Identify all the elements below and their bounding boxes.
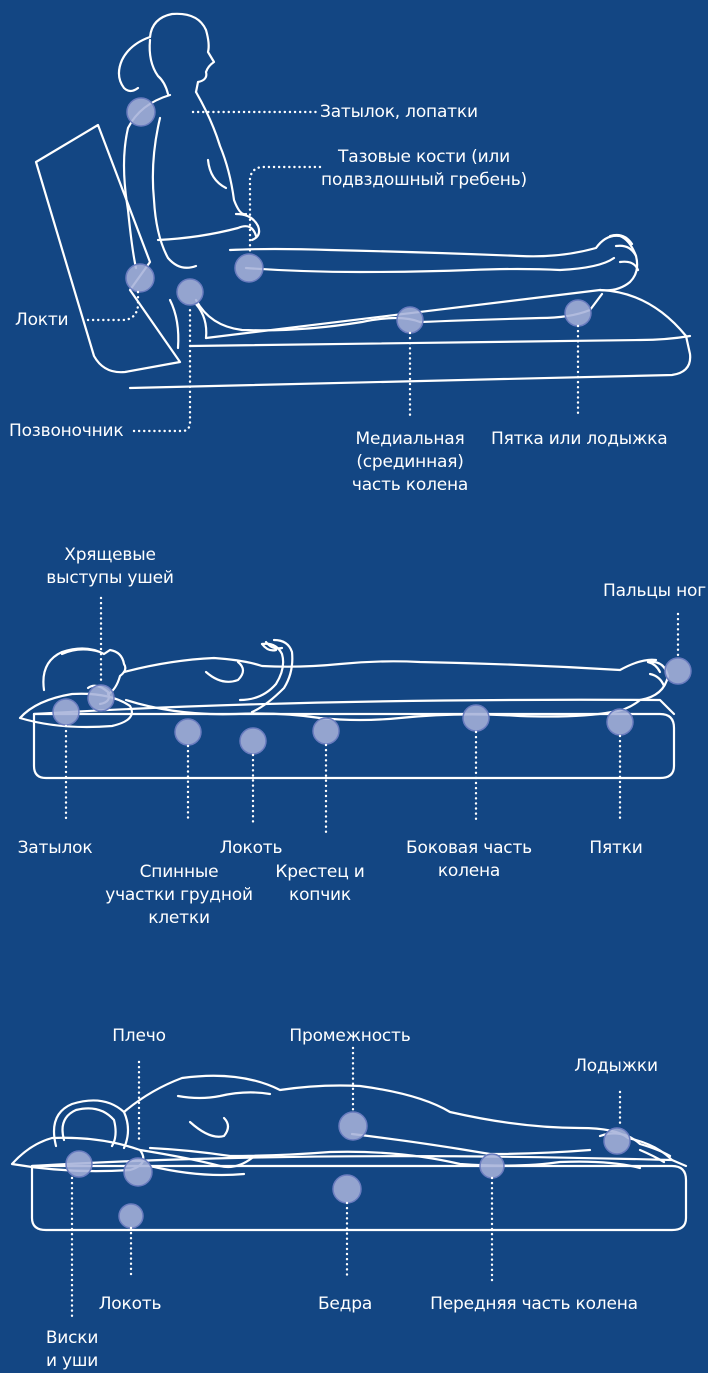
sitting-head — [150, 14, 214, 92]
label-medial-knee: Медиальная (срединная) часть колена — [352, 428, 468, 497]
supine-torso — [124, 658, 656, 672]
marker-knee — [480, 1154, 504, 1178]
marker-lateral-knee — [463, 705, 489, 731]
label-toes: Пальцы ног — [603, 580, 706, 603]
label-occiput: Затылок — [18, 837, 93, 860]
label-elbow-side: Локоть — [99, 1293, 162, 1316]
label-front-knee: Передняя часть колена — [430, 1293, 638, 1316]
marker-pelvis — [235, 254, 263, 282]
label-occiput-scapulae: Затылок, лопатки — [320, 101, 478, 124]
marker-heel — [565, 300, 591, 326]
marker-ear — [88, 685, 114, 711]
label-ear-cartilage: Хрящевые выступы ушей — [46, 544, 173, 590]
label-shoulder: Плечо — [112, 1025, 166, 1048]
marker-occiput — [127, 98, 155, 126]
sitting-legs — [230, 236, 637, 291]
label-thorax: Спинные участки грудной клетки — [105, 861, 253, 930]
label-hips: Бедра — [318, 1293, 372, 1316]
label-elbows: Локти — [15, 309, 68, 332]
supine-figure — [20, 640, 674, 778]
marker-ankle — [604, 1128, 630, 1154]
supine-mattress — [34, 714, 674, 778]
marker-perineum — [339, 1112, 367, 1140]
side-figure — [12, 1076, 686, 1230]
marker-hip — [333, 1175, 361, 1203]
label-heels: Пятки — [589, 837, 642, 860]
supine-head — [43, 648, 125, 694]
label-temples-ears: Виски и уши — [46, 1327, 98, 1373]
side-markers — [66, 1112, 630, 1228]
marker-toes — [665, 658, 691, 684]
label-spine: Позвоночник — [9, 420, 123, 443]
marker-heel — [607, 709, 633, 735]
marker-spine — [177, 279, 203, 305]
marker-elbow — [119, 1204, 143, 1228]
sitting-markers — [126, 98, 591, 333]
sitting-figure — [36, 14, 690, 388]
label-ankles: Лодыжки — [574, 1055, 658, 1078]
side-torso — [124, 1076, 672, 1160]
supine-leaders — [66, 598, 678, 836]
label-heel-ankle: Пятка или лодыжка — [491, 428, 667, 451]
marker-thorax — [175, 719, 201, 745]
label-lateral-knee: Боковая часть колена — [406, 837, 532, 883]
marker-medial-knee — [397, 307, 423, 333]
label-elbow: Локоть — [220, 837, 283, 860]
marker-elbow — [126, 264, 154, 292]
backrest-wedge — [36, 125, 180, 372]
marker-sacrum — [313, 718, 339, 744]
marker-temple — [66, 1151, 92, 1177]
label-sacrum: Крестец и копчик — [275, 861, 364, 907]
label-perineum: Промежность — [289, 1025, 410, 1048]
marker-shoulder — [124, 1158, 152, 1186]
marker-occiput — [53, 699, 79, 725]
label-pelvic-bones: Тазовые кости (или подвздошный гребень) — [321, 146, 527, 192]
marker-elbow — [240, 728, 266, 754]
